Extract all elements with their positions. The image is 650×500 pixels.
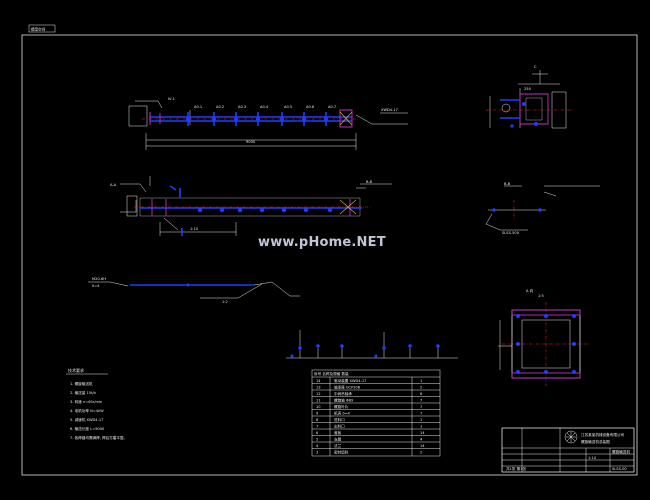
- notes-line: 2. 输送量 15t/h: [70, 390, 96, 395]
- balloon-row: [286, 330, 458, 359]
- bom-row-quantity: 14: [420, 431, 425, 435]
- detail-sketch-left: M20-6H δ=4 1:2: [88, 277, 300, 304]
- bom-row-quantity: 2: [420, 386, 422, 390]
- model-space-tab-label: 模型空间: [31, 27, 46, 32]
- drawing-frame: [21, 34, 638, 476]
- bom-row-number: 6: [316, 431, 319, 435]
- svg-text:250: 250: [524, 87, 532, 91]
- drawing-code: SLSS-00: [612, 467, 627, 471]
- svg-text:δ=4: δ=4: [92, 284, 100, 288]
- section-view-b: B-B SLSS-500: [485, 182, 600, 235]
- technical-notes: 技术要求 1. 螺旋输送机 2. 输送量 15t/h 3. 转速 n=60r/m…: [66, 367, 127, 440]
- bom-row-name: 出料口: [334, 424, 345, 429]
- svg-text:SLSS-500: SLSS-500: [502, 231, 520, 235]
- bom-row-number: 5: [316, 438, 318, 442]
- bom-row-number: 11: [316, 399, 321, 403]
- bom-row-name: 支腿: [334, 437, 342, 442]
- bom-row-number: 3: [316, 451, 318, 455]
- bom-row-name: 中间吊轴承: [334, 391, 352, 396]
- bom-header: 序号 名称及规格 数量: [314, 371, 349, 376]
- end-view-drive: C 250: [486, 65, 574, 129]
- svg-text:1:2: 1:2: [222, 300, 228, 304]
- notes-line: 6. 输送长度 L=9000: [70, 426, 105, 431]
- notes-line: 3. 转速 n=60r/min: [70, 399, 102, 404]
- company-logo-icon: [564, 430, 578, 444]
- bom-row-number: 10: [316, 405, 321, 409]
- svg-text:A0.2: A0.2: [216, 105, 224, 109]
- bom-row-number: 9: [316, 412, 319, 416]
- svg-text:XWD4-17: XWD4-17: [381, 108, 398, 112]
- svg-text:A0.3: A0.3: [238, 105, 246, 109]
- bom-row-name: 机壳 δ=4: [334, 411, 351, 416]
- svg-text:A0.6: A0.6: [306, 105, 315, 109]
- bom-row-quantity: 1: [420, 425, 422, 429]
- svg-text:IV-1: IV-1: [168, 97, 175, 101]
- label-view: 1:5: [538, 294, 544, 298]
- bom-row-number: 12: [316, 392, 321, 396]
- svg-text:1:10: 1:10: [190, 227, 199, 231]
- svg-text:A0.4: A0.4: [260, 105, 269, 109]
- label-c: C: [534, 65, 537, 69]
- svg-text:M20-6H: M20-6H: [92, 277, 106, 281]
- bom-row-name: 法兰: [334, 443, 342, 448]
- bom-row-number: 8: [316, 418, 319, 422]
- notes-line: 4. 电机功率 N=4kW: [70, 408, 104, 413]
- bom-row-quantity: 1: [420, 418, 422, 422]
- svg-text:A0.5: A0.5: [284, 105, 292, 109]
- title-subtitle: 螺旋输送机总装图: [581, 439, 610, 444]
- svg-text:A-A: A-A: [110, 183, 117, 187]
- flange-view: 1:5 A 向: [498, 288, 590, 386]
- model-space-tab[interactable]: [28, 24, 56, 33]
- bom-row-quantity: 7: [420, 399, 422, 403]
- bom-row-quantity: 7: [420, 405, 422, 409]
- bom-row-name: 螺旋轴 Φ89: [334, 398, 354, 403]
- label-b: B-B: [504, 182, 511, 186]
- drawing-name: 螺旋输送机: [612, 449, 630, 454]
- company-name: 江苏某某机械设备有限公司: [581, 432, 625, 437]
- bom-row-number: 4: [316, 444, 319, 448]
- bom-row-number: 7: [316, 425, 318, 429]
- bom-row-name: 进料口: [334, 417, 345, 422]
- bom-row-name: 驱动装置 XWD4-17: [334, 378, 366, 383]
- svg-text:A 向: A 向: [526, 288, 534, 293]
- bom-row-quantity: 2: [420, 451, 422, 455]
- svg-text:9000: 9000: [246, 140, 256, 144]
- bom-row-number: 13: [316, 386, 321, 390]
- bom-row-quantity: 4: [420, 438, 423, 442]
- svg-text:A0.7: A0.7: [328, 105, 336, 109]
- drawing-scale: 1:10: [588, 456, 597, 460]
- notes-line: 1. 螺旋输送机: [70, 381, 93, 386]
- watermark-text: www.pHome.NET: [258, 235, 386, 250]
- bom-row-name: 螺旋叶片: [334, 404, 349, 409]
- title-block: 江苏某某机械设备有限公司 螺旋输送机总装图 螺旋输送机 1:10 SLSS-00…: [501, 427, 635, 473]
- notes-line: 7. 各焊缝均需满焊, 焊后打磨平整。: [70, 435, 127, 440]
- notes-title: 技术要求: [68, 367, 84, 373]
- plan-view-conveyor: A-A B-B 1:10: [110, 176, 392, 236]
- bom-row-number: 14: [316, 379, 321, 383]
- sheet-info: 共1张 第1张: [506, 466, 526, 471]
- bom-row-quantity: 6: [420, 392, 423, 396]
- notes-line: 5. 减速机 XWD4-17: [70, 417, 103, 422]
- bom-row-name: 盖板: [334, 430, 342, 435]
- main-view-conveyor: IV-1 A0.1 A0.2 A0.3 A0.4 A0.5 A0.6 A0.7 …: [128, 97, 408, 150]
- bom-row-name: 轴承座 UCP208: [334, 385, 361, 390]
- svg-text:A0.1: A0.1: [194, 105, 202, 109]
- svg-text:B-B: B-B: [366, 180, 373, 184]
- bom-row-name: 密封填料: [334, 450, 349, 455]
- bom-row-quantity: 1: [420, 379, 422, 383]
- bom-row-quantity: 7: [420, 412, 422, 416]
- bom-row-quantity: 14: [420, 444, 425, 448]
